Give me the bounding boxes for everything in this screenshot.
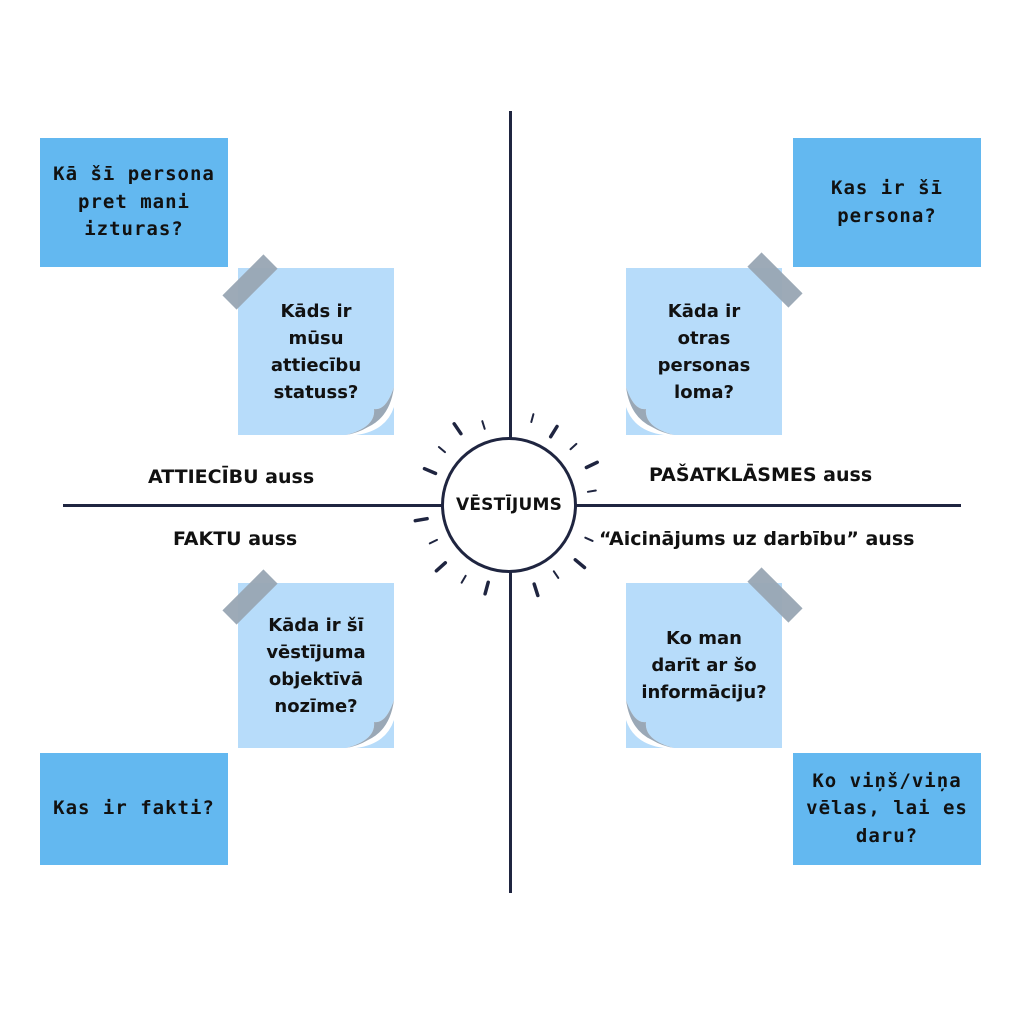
- box-bottom-left: Kas ir fakti?: [40, 753, 228, 865]
- box-top-left-text: Kā šī persona pret mani izturas?: [53, 163, 215, 241]
- center-ray: [483, 580, 490, 596]
- center-ray: [428, 538, 438, 545]
- center-ray: [573, 558, 587, 570]
- center-label: VĒSTĪJUMS: [455, 495, 563, 515]
- center-ray: [548, 424, 559, 439]
- label-self-disclosure-ear: PAŠATKLĀSMES auss: [649, 464, 873, 486]
- label-relationship-ear: ATTIECĪBU auss: [148, 466, 315, 488]
- box-bottom-right: Ko viņš/viņa vēlas, lai es daru?: [793, 753, 981, 865]
- note-top-right: Kāda ir otras personas loma?: [626, 268, 782, 435]
- note-top-right-text: Kāda ir otras personas loma?: [657, 300, 751, 403]
- center-ray: [569, 442, 578, 451]
- center-circle: VĒSTĪJUMS: [441, 437, 577, 573]
- label-facts-ear: FAKTU auss: [173, 528, 298, 550]
- center-ray: [452, 422, 463, 436]
- center-ray: [584, 460, 599, 470]
- center-ray: [584, 536, 594, 542]
- page-curl-icon: [346, 700, 394, 748]
- note-bottom-right: Ko man darīt ar šo informāciju?: [626, 583, 782, 748]
- center-ray: [434, 561, 448, 573]
- center-ray: [437, 446, 446, 454]
- center-ray: [586, 489, 597, 493]
- label-appeal-ear: “Aicinājums uz darbību” auss: [599, 528, 915, 550]
- box-top-right-text: Kas ir šī persona?: [831, 176, 943, 227]
- box-top-right: Kas ir šī persona?: [793, 138, 981, 267]
- note-bottom-left: Kāda ir šī vēstījuma objektīvā nozīme?: [238, 583, 394, 748]
- center-ray: [530, 413, 535, 423]
- center-ray: [532, 582, 540, 598]
- center-ray: [481, 420, 486, 430]
- center-ray: [413, 516, 429, 523]
- center-ray: [552, 570, 560, 579]
- note-top-left-text: Kāds ir mūsu attiecību statuss?: [270, 300, 362, 403]
- center-ray: [422, 466, 438, 476]
- note-bottom-right-text: Ko man darīt ar šo informāciju?: [641, 628, 767, 703]
- page-curl-icon: [346, 387, 394, 435]
- note-top-left: Kāds ir mūsu attiecību statuss?: [238, 268, 394, 435]
- box-bottom-right-text: Ko viņš/viņa vēlas, lai es daru?: [806, 769, 968, 847]
- note-bottom-left-text: Kāda ir šī vēstījuma objektīvā nozīme?: [266, 614, 366, 717]
- page-curl-icon: [626, 387, 674, 435]
- box-bottom-left-text: Kas ir fakti?: [53, 797, 215, 820]
- page-curl-icon: [626, 700, 674, 748]
- center-ray: [460, 574, 467, 584]
- box-top-left: Kā šī persona pret mani izturas?: [40, 138, 228, 267]
